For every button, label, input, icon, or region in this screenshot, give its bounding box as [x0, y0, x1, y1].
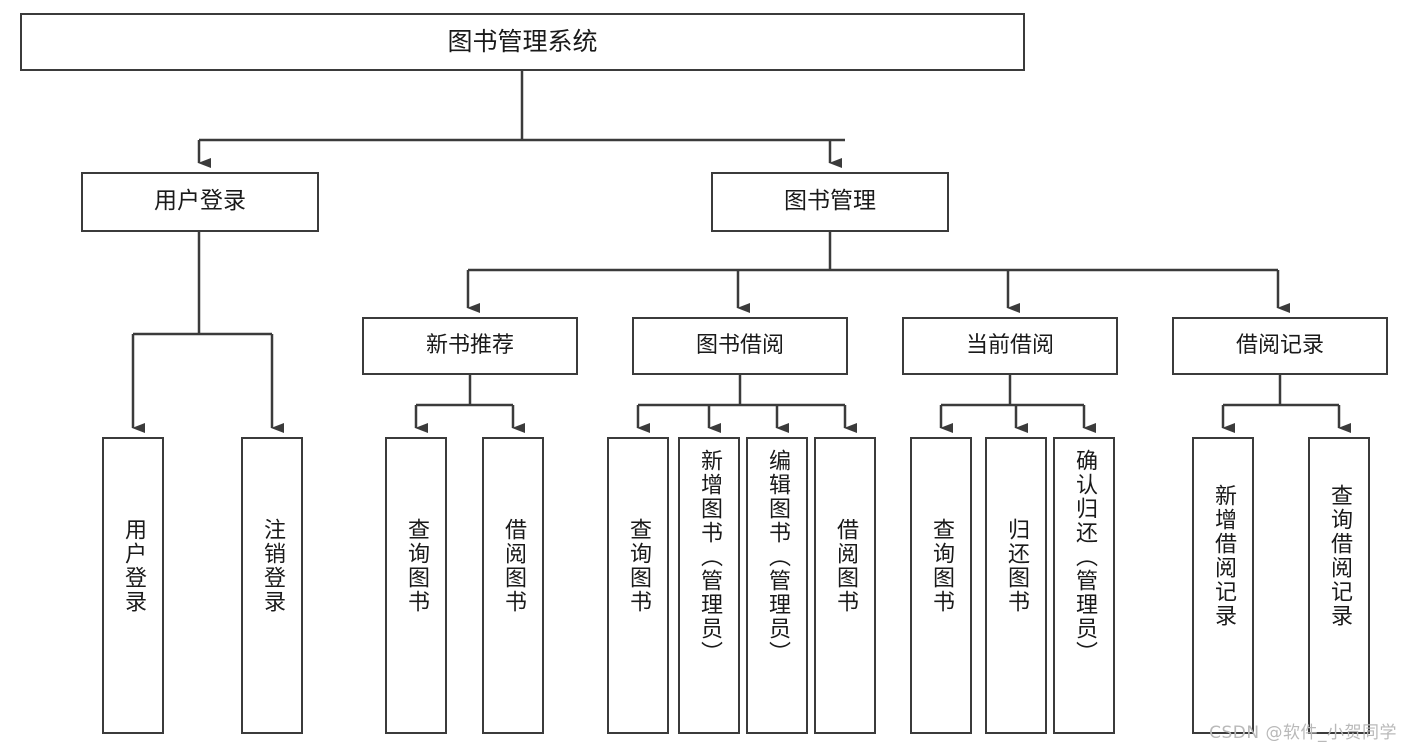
node-book-borrow[interactable]: 图书借阅 — [632, 317, 848, 375]
node-leaf-query-book-borrow[interactable]: 查询图书 — [607, 437, 669, 734]
node-user-login-label: 用户登录 — [154, 188, 246, 215]
node-current-borrow-label: 当前借阅 — [965, 333, 1054, 359]
node-user-login[interactable]: 用户登录 — [81, 172, 319, 232]
node-leaf-logout[interactable]: 注销登录 — [241, 437, 303, 734]
node-book-manage-label: 图书管理 — [784, 188, 876, 215]
node-leaf-query-book-borrow-label: 查询图书 — [626, 518, 651, 614]
node-current-borrow[interactable]: 当前借阅 — [902, 317, 1118, 375]
node-root[interactable]: 图书管理系统 — [20, 13, 1025, 71]
node-leaf-add-borrow-record[interactable]: 新增借阅记录 — [1192, 437, 1254, 734]
node-leaf-add-book-admin-label: 新增图书（管理员） — [697, 449, 722, 665]
node-leaf-edit-book-admin[interactable]: 编辑图书（管理员） — [746, 437, 808, 734]
node-leaf-query-book-rec-label: 查询图书 — [404, 518, 429, 614]
node-book-borrow-label: 图书借阅 — [695, 333, 784, 359]
node-leaf-user-login-label: 用户登录 — [121, 518, 146, 614]
node-leaf-borrow-book[interactable]: 借阅图书 — [814, 437, 876, 734]
node-leaf-add-book-admin[interactable]: 新增图书（管理员） — [678, 437, 740, 734]
node-leaf-return-book[interactable]: 归还图书 — [985, 437, 1047, 734]
node-leaf-user-login[interactable]: 用户登录 — [102, 437, 164, 734]
node-leaf-logout-label: 注销登录 — [260, 518, 285, 614]
node-root-label: 图书管理系统 — [447, 27, 598, 57]
node-leaf-query-borrow-record-label: 查询借阅记录 — [1327, 484, 1352, 628]
node-leaf-borrow-book-label: 借阅图书 — [833, 518, 858, 614]
watermark: CSDN @软件_小贺同学 — [1209, 723, 1397, 743]
node-borrow-record-label: 借阅记录 — [1235, 333, 1324, 359]
node-leaf-confirm-return-admin[interactable]: 确认归还（管理员） — [1053, 437, 1115, 734]
node-new-book-rec-label: 新书推荐 — [425, 333, 514, 359]
node-leaf-add-borrow-record-label: 新增借阅记录 — [1211, 484, 1236, 628]
node-leaf-return-book-label: 归还图书 — [1004, 518, 1029, 614]
node-leaf-borrow-book-rec[interactable]: 借阅图书 — [482, 437, 544, 734]
node-new-book-rec[interactable]: 新书推荐 — [362, 317, 578, 375]
node-leaf-query-book-cur[interactable]: 查询图书 — [910, 437, 972, 734]
node-leaf-query-book-cur-label: 查询图书 — [929, 518, 954, 614]
node-leaf-confirm-return-admin-label: 确认归还（管理员） — [1072, 449, 1097, 665]
node-leaf-borrow-book-rec-label: 借阅图书 — [501, 518, 526, 614]
node-borrow-record[interactable]: 借阅记录 — [1172, 317, 1388, 375]
node-leaf-query-borrow-record[interactable]: 查询借阅记录 — [1308, 437, 1370, 734]
node-leaf-edit-book-admin-label: 编辑图书（管理员） — [765, 449, 790, 665]
node-leaf-query-book-rec[interactable]: 查询图书 — [385, 437, 447, 734]
node-book-manage[interactable]: 图书管理 — [711, 172, 949, 232]
